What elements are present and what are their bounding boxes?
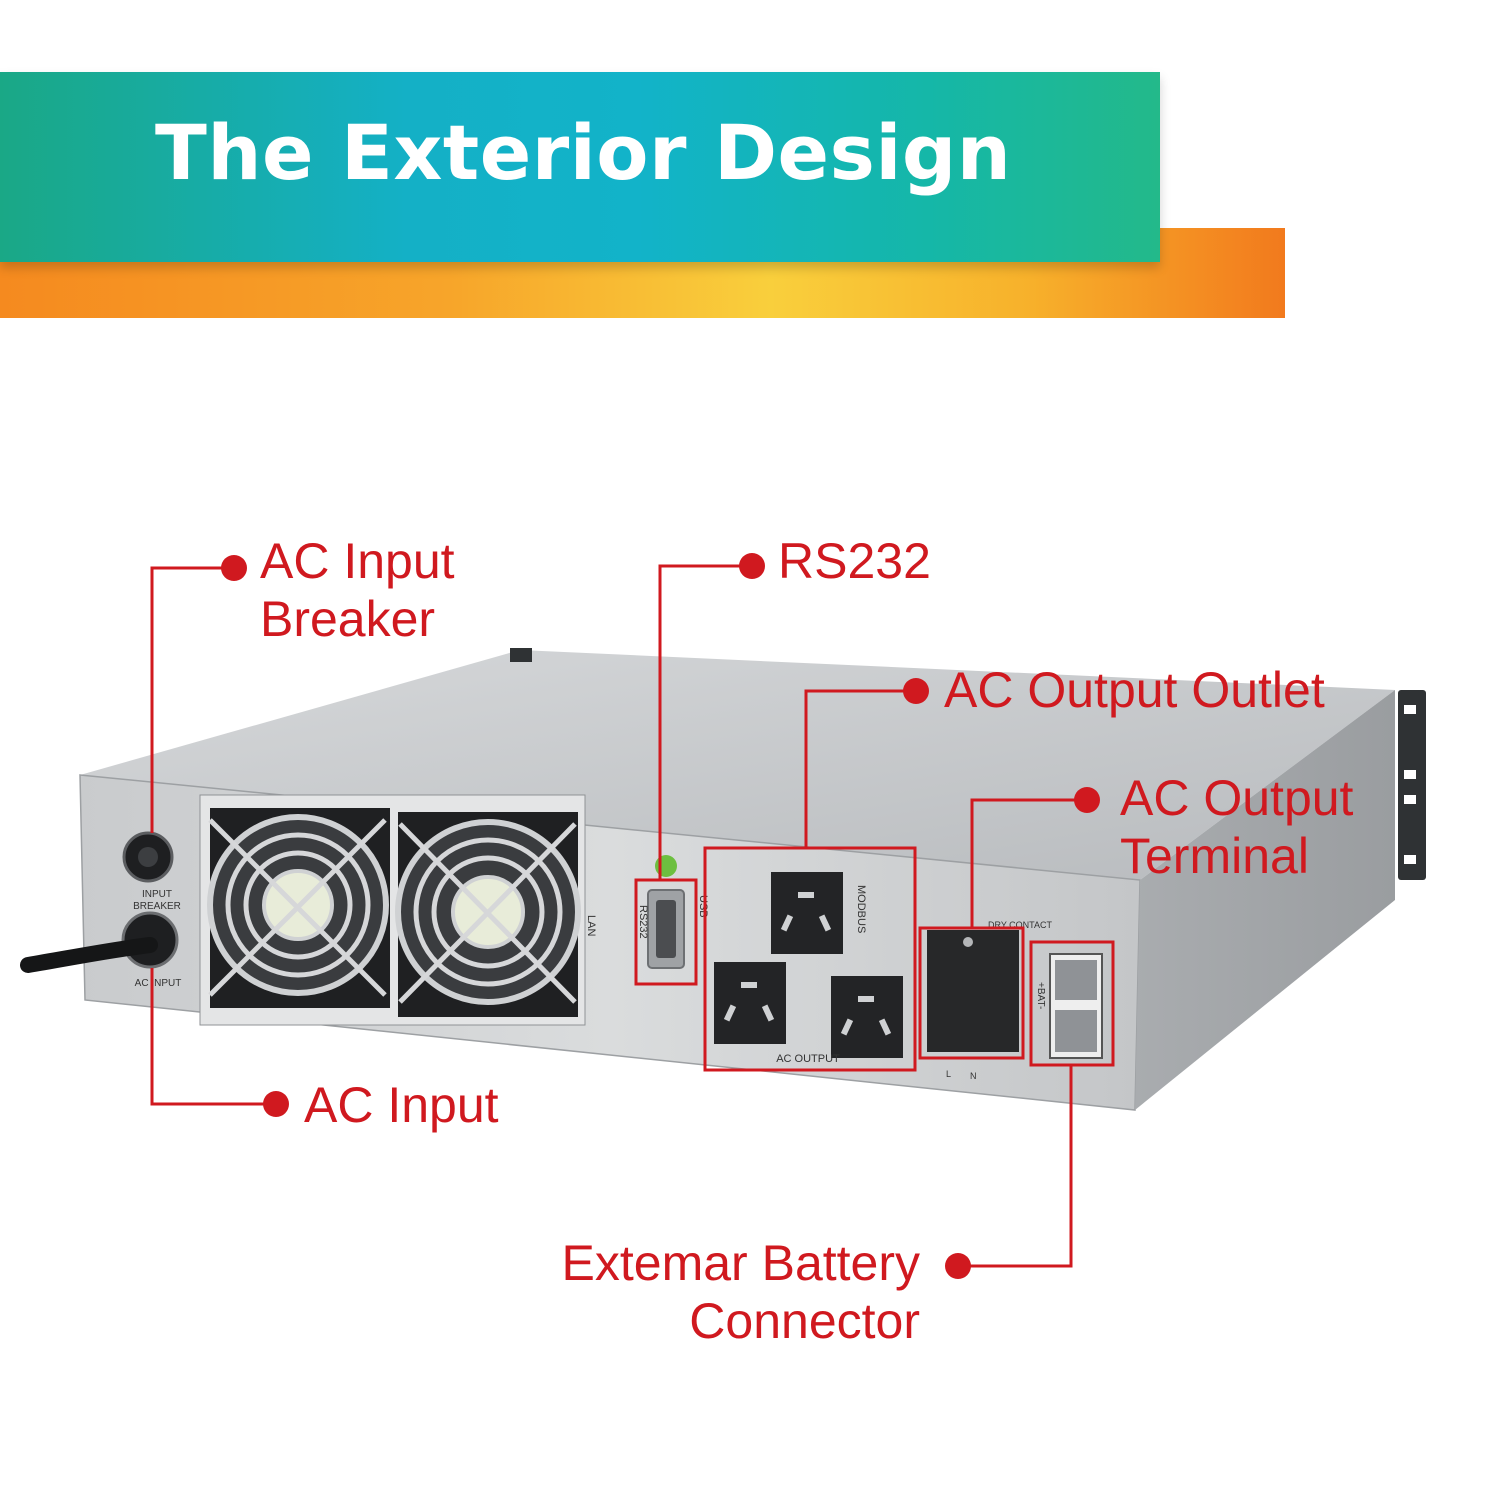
panel-label-ac-output: AC OUTPUT — [776, 1053, 840, 1065]
fan-left — [207, 808, 390, 1008]
callout-dot-ac-output-outlet — [903, 678, 929, 704]
panel-label-terminal-n: N — [970, 1071, 977, 1081]
leader-rs232 — [658, 564, 752, 880]
fan-right — [395, 812, 581, 1017]
outlet-bottom-right — [831, 976, 903, 1058]
leader-ac-output-terminal — [970, 798, 1087, 928]
power-cord — [20, 937, 158, 973]
outlet-top — [771, 872, 843, 954]
leader-ac-input — [150, 968, 276, 1106]
callout-dot-battery-connector — [945, 1253, 971, 1279]
banner — [0, 72, 1160, 262]
panel-label-rs232: RS232 — [637, 905, 649, 939]
callout-ac-output-terminal-line1: AC Output — [1120, 770, 1354, 826]
callout-ac-input-breaker-line1: AC Input — [260, 533, 455, 589]
panel-label-lan: LAN — [585, 915, 597, 936]
leader-battery-connector — [958, 1065, 1073, 1268]
callout-dot-ac-output-terminal — [1074, 787, 1100, 813]
callout-ac-input-breaker-line2: Breaker — [260, 591, 436, 647]
panel-label-input: INPUT — [142, 889, 172, 900]
rack-ear-right — [1398, 690, 1426, 880]
chassis-side — [1135, 690, 1395, 1110]
panel-label-dry-contact: DRY CONTACT — [988, 920, 1053, 930]
callout-dot-rs232 — [739, 553, 765, 579]
highlight-rs232 — [634, 878, 698, 986]
rack-ear-left — [510, 648, 532, 662]
callout-battery-connector-line1: Extemar Battery — [561, 1235, 920, 1291]
page-title: The Exterior Design — [155, 108, 1012, 197]
status-led — [655, 855, 677, 877]
leader-ac-output-outlet — [804, 689, 916, 848]
callout-battery-connector: Extemar Battery Connector — [540, 1234, 920, 1350]
panel-label-ac-input: AC INPUT — [135, 978, 182, 989]
panel-label-breaker: BREAKER — [133, 901, 181, 912]
panel-label-bat: +BAT- — [1035, 982, 1046, 1009]
callout-ac-output-outlet: AC Output Outlet — [944, 662, 1325, 718]
ac-output-terminal-cover — [927, 930, 1019, 1052]
callout-dot-ac-input-breaker — [221, 555, 247, 581]
callout-ac-input-breaker: AC Input Breaker — [260, 532, 455, 648]
outlet-bottom-left — [714, 962, 786, 1044]
panel-label-terminal-l: L — [946, 1069, 951, 1079]
callout-ac-input: AC Input — [304, 1077, 499, 1133]
highlight-ac-output-outlet — [703, 846, 917, 1072]
panel-label-usb: USB — [697, 895, 709, 918]
callout-rs232: RS232 — [778, 533, 931, 589]
panel-label-modbus: MODBUS — [855, 885, 867, 933]
callout-battery-connector-line2: Connector — [689, 1293, 920, 1349]
chassis-top — [80, 650, 1395, 880]
callout-ac-output-terminal: AC Output Terminal — [1120, 769, 1353, 885]
callout-dot-ac-input — [263, 1091, 289, 1117]
leader-ac-input-breaker — [150, 566, 234, 833]
callout-ac-output-terminal-line2: Terminal — [1120, 828, 1309, 884]
